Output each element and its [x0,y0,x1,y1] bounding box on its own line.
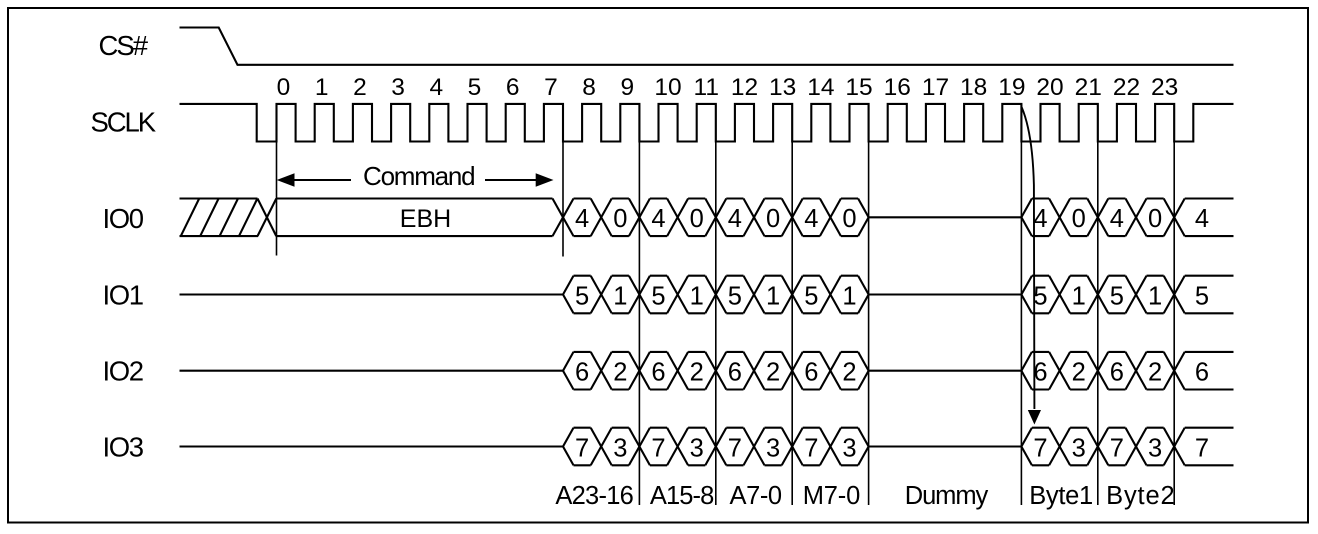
svg-text:2: 2 [842,359,856,387]
svg-text:0: 0 [766,205,780,233]
svg-text:11: 11 [694,74,719,101]
svg-text:5: 5 [728,282,742,310]
svg-text:18: 18 [960,74,987,101]
svg-text:5: 5 [468,74,482,101]
svg-text:7: 7 [651,434,665,462]
svg-text:3: 3 [842,434,856,462]
svg-text:0: 0 [690,205,704,233]
svg-text:20: 20 [1036,74,1063,101]
svg-text:1: 1 [690,282,704,310]
svg-text:5: 5 [804,282,818,310]
svg-text:6: 6 [506,74,520,101]
svg-text:0: 0 [1148,205,1162,233]
svg-text:13: 13 [769,74,796,101]
svg-text:2: 2 [766,359,780,387]
svg-text:4: 4 [1195,205,1209,233]
svg-text:2: 2 [1072,359,1086,387]
svg-text:Dummy: Dummy [905,482,989,510]
svg-text:0: 0 [277,74,291,101]
svg-text:8: 8 [582,74,596,101]
svg-text:3: 3 [690,434,704,462]
svg-text:5: 5 [651,282,665,310]
svg-text:1: 1 [766,282,780,310]
svg-text:A15-8: A15-8 [650,482,715,510]
svg-text:IO3: IO3 [103,431,145,462]
svg-text:2: 2 [690,359,704,387]
svg-text:7: 7 [1033,434,1047,462]
svg-text:1: 1 [315,74,329,101]
svg-text:IO1: IO1 [103,279,145,310]
svg-text:0: 0 [842,205,856,233]
svg-text:2: 2 [353,74,367,101]
svg-text:2: 2 [613,359,627,387]
svg-text:M7-0: M7-0 [803,482,861,510]
svg-text:IO2: IO2 [103,356,145,387]
svg-text:7: 7 [1110,434,1124,462]
svg-text:Command: Command [363,161,476,191]
svg-text:3: 3 [1148,434,1162,462]
svg-text:Byte2: Byte2 [1106,482,1175,510]
svg-text:5: 5 [1195,282,1209,310]
svg-text:10: 10 [654,74,681,101]
svg-text:21: 21 [1075,74,1102,101]
svg-text:5: 5 [575,282,589,310]
svg-text:6: 6 [1110,359,1124,387]
svg-text:1: 1 [842,282,856,310]
svg-text:3: 3 [391,74,405,101]
svg-text:6: 6 [1195,359,1209,387]
svg-text:5: 5 [1033,282,1047,310]
svg-text:EBH: EBH [400,205,451,233]
svg-text:6: 6 [1033,359,1047,387]
svg-text:SCLK: SCLK [91,106,157,137]
svg-text:CS#: CS# [99,30,149,61]
svg-text:4: 4 [429,74,443,101]
svg-text:6: 6 [804,359,818,387]
svg-text:2: 2 [1148,359,1162,387]
svg-text:7: 7 [804,434,818,462]
svg-text:A23-16: A23-16 [555,482,634,510]
svg-text:1: 1 [1072,282,1086,310]
svg-text:3: 3 [1072,434,1086,462]
svg-text:9: 9 [620,74,634,101]
svg-text:3: 3 [613,434,627,462]
svg-text:A7-0: A7-0 [730,482,783,510]
svg-text:1: 1 [1148,282,1162,310]
svg-text:4: 4 [1110,205,1124,233]
svg-text:IO0: IO0 [103,203,145,234]
svg-text:4: 4 [575,205,589,233]
svg-text:4: 4 [804,205,818,233]
svg-text:4: 4 [651,205,665,233]
svg-text:0: 0 [1072,205,1086,233]
svg-text:7: 7 [1195,434,1209,462]
svg-text:7: 7 [575,434,589,462]
svg-text:4: 4 [728,205,742,233]
svg-text:6: 6 [728,359,742,387]
svg-text:22: 22 [1113,74,1140,101]
svg-text:7: 7 [728,434,742,462]
svg-text:0: 0 [613,205,627,233]
svg-text:7: 7 [544,74,558,101]
svg-text:1: 1 [613,282,627,310]
svg-text:23: 23 [1151,74,1178,101]
svg-text:6: 6 [651,359,665,387]
svg-text:3: 3 [766,434,780,462]
svg-text:4: 4 [1033,205,1047,233]
svg-text:15: 15 [845,74,872,101]
svg-text:6: 6 [575,359,589,387]
svg-text:19: 19 [998,74,1025,101]
svg-text:14: 14 [807,74,834,101]
svg-text:12: 12 [731,74,758,101]
svg-text:Byte1: Byte1 [1029,482,1093,510]
svg-text:5: 5 [1110,282,1124,310]
svg-text:17: 17 [922,74,949,101]
svg-text:16: 16 [884,74,911,101]
